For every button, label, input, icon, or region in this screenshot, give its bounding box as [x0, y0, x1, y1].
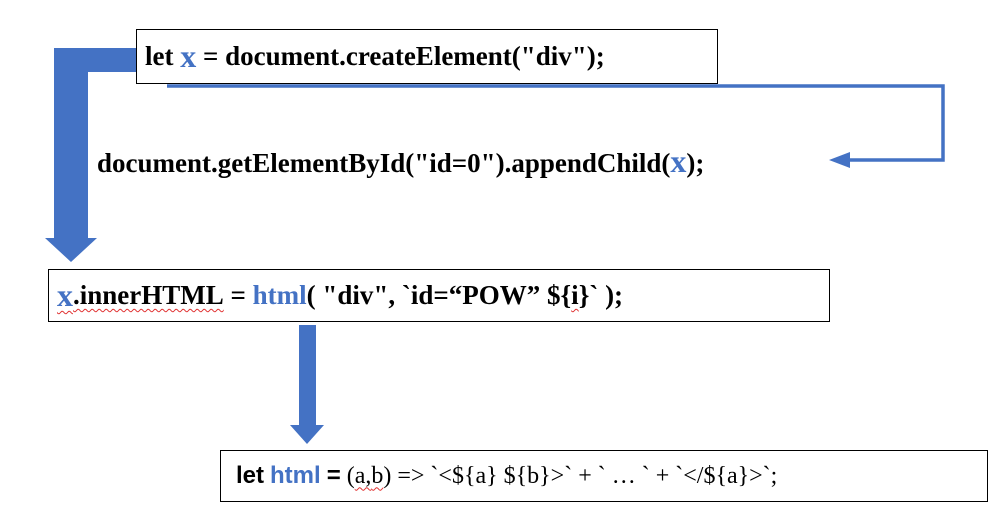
var-x: x	[180, 38, 197, 74]
create-element-code: = document.createElement("div");	[202, 41, 605, 71]
let-keyword: let	[145, 41, 174, 71]
append-child-code: document.getElementById("id=0").appendCh…	[97, 148, 671, 178]
arrow-down-to-box3	[290, 325, 324, 444]
template-var-i: i	[571, 280, 579, 310]
create-element-box: let x = document.createElement("div");	[136, 29, 718, 84]
append-child-end: );	[686, 148, 705, 178]
inner-html-box: x.innerHTML = html( "div", `id=“POW” ${i…	[48, 269, 830, 322]
connector-arrowhead	[829, 152, 850, 168]
var-x: x	[670, 143, 687, 179]
html-fn: html	[270, 462, 321, 489]
html-args: ( "div", `id=“POW” ${	[306, 280, 572, 310]
connector-line	[167, 84, 945, 162]
html-fn: html	[252, 280, 307, 310]
inner-html-prop: .innerHTML	[73, 280, 224, 310]
html-args-end: }` );	[578, 280, 624, 310]
arrow-function-body: ) => `<${a} ${b}>` + ` … ` + `</${a}>`;	[383, 462, 778, 489]
append-child-line: document.getElementById("id=0").appendCh…	[97, 143, 704, 180]
equals-sign: =	[326, 462, 341, 489]
var-x: x	[57, 277, 73, 313]
let-keyword: let	[236, 462, 265, 489]
bent-arrow-down	[45, 48, 136, 262]
params-open: (	[346, 462, 355, 489]
param-a: a,	[354, 462, 372, 489]
param-b: b	[371, 462, 384, 489]
html-function-box: let html = (a,b) => `<${a} ${b}>` + ` … …	[220, 450, 988, 502]
equals-sign: =	[230, 280, 246, 310]
